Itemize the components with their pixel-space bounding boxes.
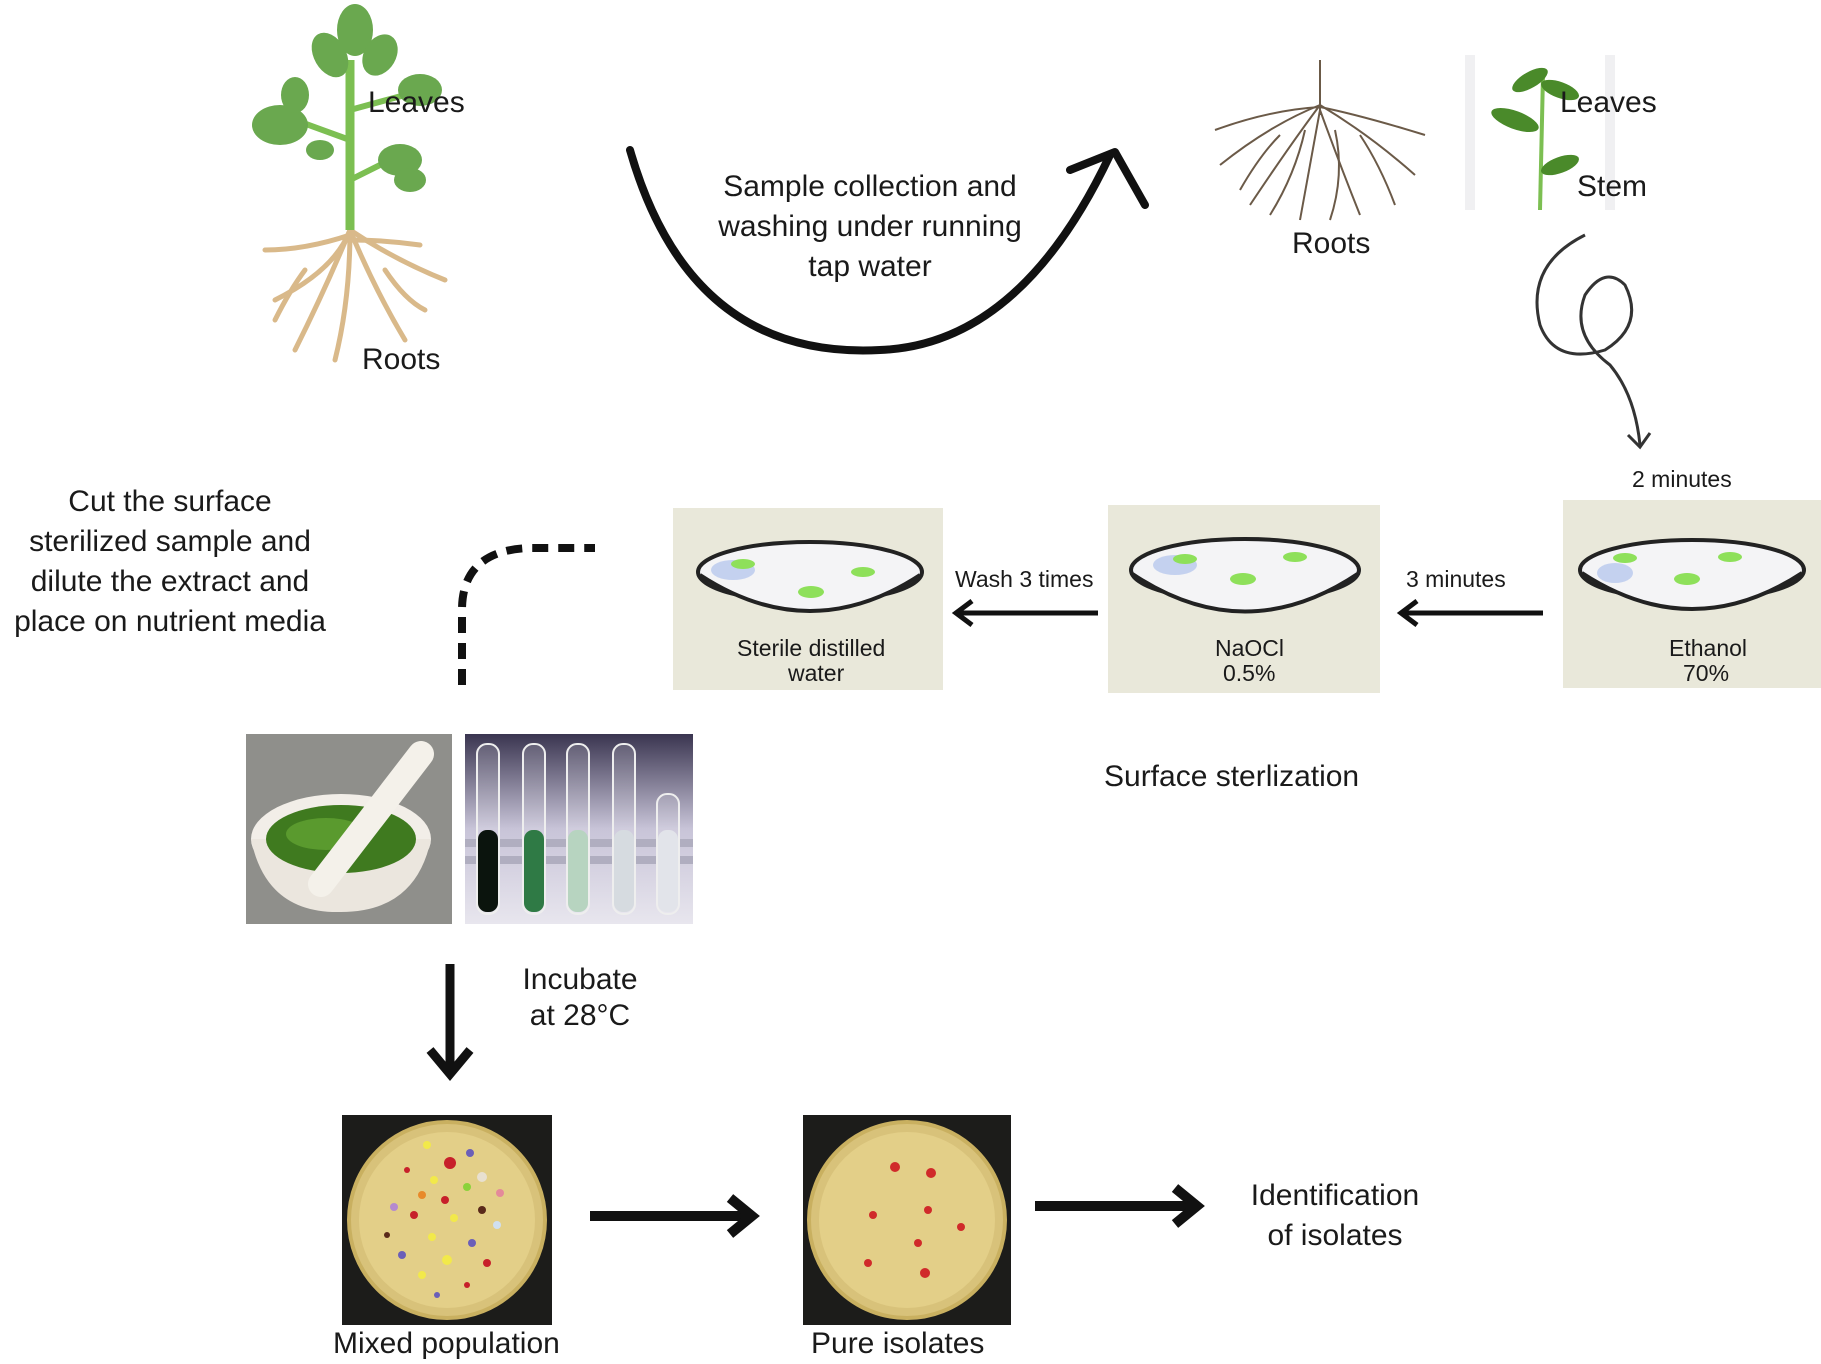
identification-text: Identification of isolates bbox=[1220, 1176, 1450, 1256]
plant-roots-label: Roots bbox=[362, 343, 441, 376]
test-tubes-icon bbox=[465, 734, 693, 924]
pure-isolates-label: Pure isolates bbox=[811, 1327, 985, 1360]
plant-icon bbox=[252, 4, 448, 363]
loop-arrow-icon bbox=[1535, 233, 1652, 450]
water-time-label: Wash 3 times bbox=[955, 566, 1094, 592]
mortar-pestle-photo bbox=[246, 734, 452, 924]
identification-line-1: Identification bbox=[1250, 1179, 1420, 1212]
ethanol-time-label: 2 minutes bbox=[1632, 466, 1732, 492]
incubation-line-1: Incubate bbox=[522, 963, 638, 996]
right-arrow-icon bbox=[1035, 1184, 1205, 1228]
petri-dish-icon bbox=[696, 540, 924, 613]
extraction-line-3: dilute the extract and bbox=[30, 565, 310, 598]
down-arrow-icon bbox=[426, 964, 474, 1082]
extraction-text: Cut the surface sterilized sample and di… bbox=[0, 482, 350, 642]
parts-roots-label: Roots bbox=[1292, 227, 1371, 260]
petri-dish-icon bbox=[1578, 538, 1806, 611]
ethanol-percent: 70% bbox=[1683, 660, 1730, 686]
plant-leaves-label: Leaves bbox=[368, 86, 465, 119]
parts-leaves-label: Leaves bbox=[1560, 86, 1657, 119]
extraction-line-2: sterilized sample and bbox=[29, 525, 311, 558]
identification-line-2: of isolates bbox=[1267, 1219, 1403, 1252]
collection-text: Sample collection and washing under runn… bbox=[680, 167, 1060, 287]
pure-plate-photo bbox=[803, 1115, 1011, 1325]
left-arrow-icon bbox=[1396, 599, 1543, 627]
naocl-time-label: 3 minutes bbox=[1406, 566, 1506, 592]
collection-line-3: tap water bbox=[808, 250, 932, 283]
water-label: Sterile distilled bbox=[737, 635, 886, 661]
mixed-population-label: Mixed population bbox=[333, 1327, 560, 1360]
curved-arrow-icon bbox=[626, 146, 1149, 355]
dashed-connector-icon bbox=[458, 544, 595, 685]
left-arrow-icon bbox=[951, 599, 1098, 627]
naocl-label: NaOCl bbox=[1215, 635, 1285, 661]
sprig-icon bbox=[1465, 55, 1615, 211]
parts-stem-label: Stem bbox=[1577, 170, 1648, 203]
right-arrow-icon bbox=[590, 1194, 760, 1238]
ethanol-label: Ethanol bbox=[1669, 635, 1748, 661]
incubation-text: Incubate at 28°C bbox=[500, 962, 660, 1034]
incubation-line-2: at 28°C bbox=[529, 999, 631, 1032]
sterilization-title: Surface sterlization bbox=[1104, 760, 1360, 793]
agar-plate-icon bbox=[342, 1115, 552, 1325]
collection-line-1: Sample collection and bbox=[723, 170, 1017, 203]
extraction-line-1: Cut the surface bbox=[68, 485, 272, 518]
roots-icon bbox=[1214, 60, 1426, 221]
mortar-pestle-icon bbox=[246, 734, 452, 924]
collection-line-2: washing under running bbox=[718, 210, 1022, 243]
agar-plate-icon bbox=[803, 1115, 1011, 1325]
water-label-2: water bbox=[788, 660, 845, 686]
extraction-line-4: place on nutrient media bbox=[14, 605, 326, 638]
test-tubes-photo bbox=[465, 734, 693, 924]
mixed-plate-photo bbox=[342, 1115, 552, 1325]
naocl-percent: 0.5% bbox=[1223, 660, 1276, 686]
petri-dish-icon bbox=[1129, 537, 1361, 614]
